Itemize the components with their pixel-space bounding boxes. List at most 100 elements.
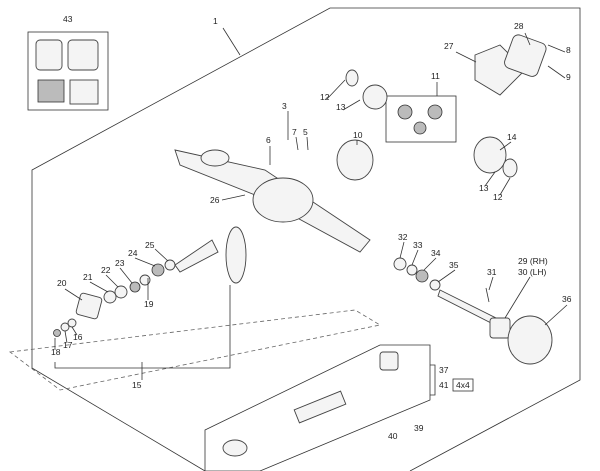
callout-19: 19 bbox=[144, 299, 154, 309]
callout-22: 22 bbox=[101, 265, 111, 275]
bearing bbox=[415, 269, 429, 283]
leader-line bbox=[64, 330, 68, 344]
collar bbox=[406, 264, 418, 276]
gasket-icon bbox=[67, 39, 99, 71]
spacer bbox=[139, 274, 151, 286]
callout-16: 16 bbox=[73, 332, 83, 342]
leader-line bbox=[411, 249, 419, 266]
callout-31: 31 bbox=[487, 267, 497, 277]
callout-9: 9 bbox=[566, 72, 571, 82]
leader-line bbox=[221, 194, 246, 201]
callout-13: 13 bbox=[336, 102, 346, 112]
propshaft-flange bbox=[379, 351, 399, 371]
gasket-kit-box bbox=[27, 31, 109, 111]
seal-ring bbox=[345, 69, 359, 87]
callout-33: 33 bbox=[413, 240, 423, 250]
callout-18: 18 bbox=[51, 347, 61, 357]
gasket-icon bbox=[35, 39, 63, 71]
group-bracket-15 bbox=[54, 285, 231, 369]
callout-28: 28 bbox=[514, 21, 524, 31]
leader-line bbox=[119, 267, 133, 284]
pinion-flange bbox=[75, 292, 103, 320]
brake-drum bbox=[507, 315, 553, 365]
leader-line bbox=[437, 269, 456, 283]
leader-line bbox=[71, 326, 78, 336]
propshaft-yoke bbox=[222, 439, 248, 457]
callout-12: 12 bbox=[320, 92, 330, 102]
bearing bbox=[151, 263, 165, 277]
hub-flange bbox=[489, 317, 511, 339]
pinion-shaft bbox=[174, 239, 219, 273]
wheel-stud bbox=[485, 287, 490, 303]
callout-35: 35 bbox=[449, 260, 459, 270]
assembly-outline-bottom bbox=[31, 367, 206, 471]
callout-32: 32 bbox=[398, 232, 408, 242]
callout-24: 24 bbox=[128, 248, 138, 258]
leader-line bbox=[499, 141, 512, 151]
callout-30-lh: 30 (LH) bbox=[518, 267, 547, 277]
callout-37: 37 bbox=[439, 365, 449, 375]
ring-gear bbox=[225, 226, 247, 284]
leader-line bbox=[64, 288, 83, 301]
callout-23: 23 bbox=[115, 258, 125, 268]
callout-21: 21 bbox=[83, 272, 93, 282]
side-gear bbox=[397, 104, 413, 120]
seal-ring bbox=[393, 257, 407, 271]
callout-25: 25 bbox=[145, 240, 155, 250]
kit-pack-icon bbox=[37, 79, 65, 103]
callout-36: 36 bbox=[562, 294, 572, 304]
leader-line bbox=[306, 136, 309, 151]
diff-gears-box bbox=[385, 95, 457, 143]
leader-line bbox=[399, 241, 405, 259]
leader-line bbox=[89, 281, 109, 293]
seal-ring bbox=[502, 158, 518, 178]
callout-10: 10 bbox=[353, 130, 363, 140]
callout-7: 7 bbox=[292, 127, 297, 137]
callout-34: 34 bbox=[431, 248, 441, 258]
propshaft-tube bbox=[293, 390, 347, 424]
callout-5: 5 bbox=[303, 127, 308, 137]
callout-11: 11 bbox=[431, 71, 440, 81]
leader-line bbox=[222, 27, 241, 56]
callout-27: 27 bbox=[444, 41, 454, 51]
callout-14: 14 bbox=[507, 132, 517, 142]
leader-line bbox=[105, 274, 119, 288]
leader-line bbox=[504, 276, 531, 319]
leader-line bbox=[295, 136, 299, 151]
leader-line bbox=[455, 51, 477, 63]
propshaft-inset-dashes bbox=[8, 309, 382, 391]
leader-line bbox=[488, 276, 494, 291]
callout-43: 43 bbox=[63, 14, 73, 24]
callout-6: 6 bbox=[266, 135, 271, 145]
bearing-carrier bbox=[473, 136, 507, 174]
deflector bbox=[103, 290, 117, 304]
callout-12: 12 bbox=[493, 192, 503, 202]
propshaft-inset-box bbox=[204, 344, 431, 471]
washer bbox=[164, 259, 176, 271]
callout-13: 13 bbox=[479, 183, 489, 193]
leader-line bbox=[547, 44, 566, 53]
callout-26: 26 bbox=[210, 195, 220, 205]
leader-line bbox=[524, 32, 531, 46]
washer bbox=[60, 322, 70, 332]
leader-line bbox=[484, 171, 496, 187]
callout-29-rh: 29 (RH) bbox=[518, 256, 548, 266]
leader-line bbox=[544, 304, 568, 326]
pinion-gear bbox=[413, 121, 427, 135]
bearing bbox=[362, 84, 388, 110]
leader-line bbox=[154, 248, 169, 262]
leader-line bbox=[499, 177, 511, 196]
differential-housing bbox=[252, 177, 314, 223]
kit-sheet-icon bbox=[69, 79, 99, 105]
assembly-outline bbox=[31, 7, 581, 471]
differential-case bbox=[336, 139, 374, 181]
differential-cover bbox=[504, 34, 547, 77]
retainer bbox=[429, 279, 441, 291]
nut bbox=[53, 329, 61, 337]
leader-line bbox=[423, 257, 437, 271]
callout-1: 1 bbox=[213, 16, 218, 26]
callout-3: 3 bbox=[282, 101, 287, 111]
group-bracket-37-41 bbox=[430, 364, 436, 396]
